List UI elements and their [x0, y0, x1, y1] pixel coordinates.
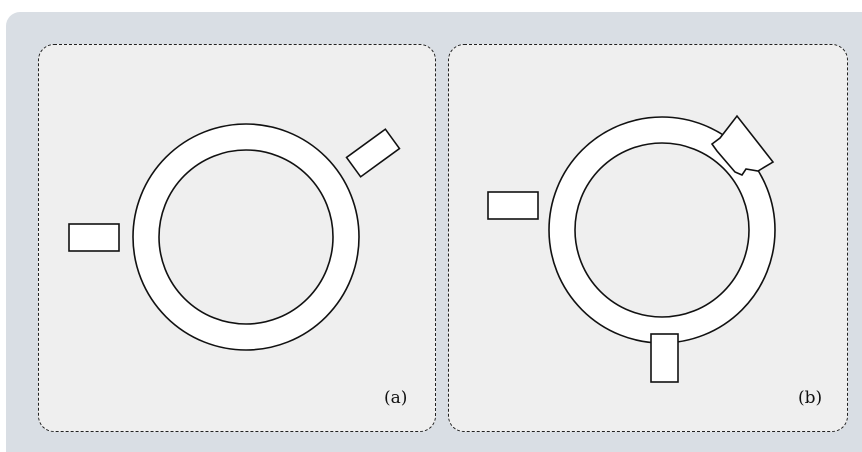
ring-notch-b	[710, 114, 775, 176]
panel-b	[448, 44, 848, 432]
panel-label-a: (a)	[384, 388, 408, 408]
sensor-block-tilted-a	[345, 128, 401, 178]
ring-b	[548, 116, 776, 344]
sensor-block-left-a	[68, 223, 120, 252]
ring-a	[132, 123, 360, 351]
sensor-block-bottom-b	[650, 333, 679, 383]
panel-label-b: (b)	[798, 388, 823, 408]
sensor-block-left-b	[487, 191, 539, 220]
